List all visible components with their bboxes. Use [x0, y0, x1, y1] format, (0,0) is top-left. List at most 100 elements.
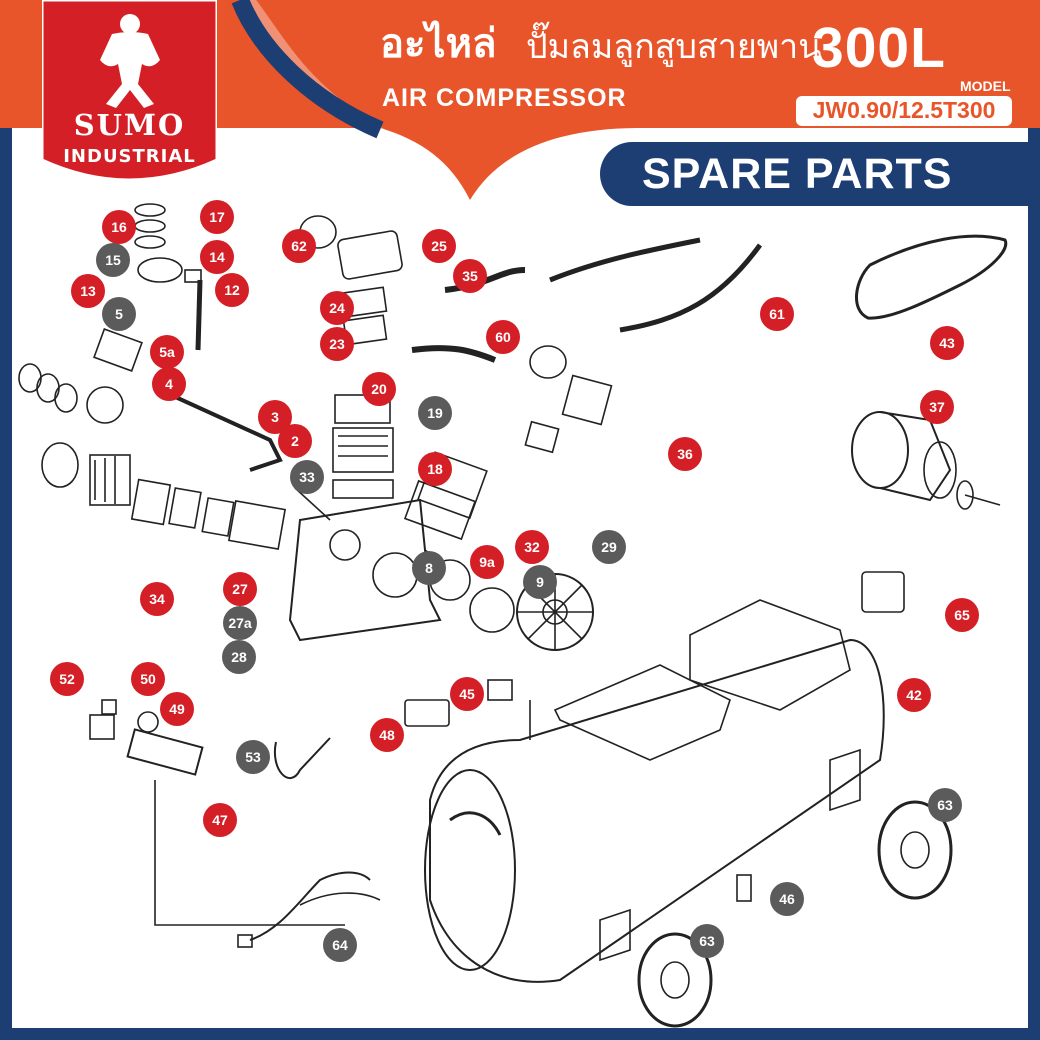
- foot-part: [829, 748, 861, 812]
- part-number-badge: 42: [897, 678, 931, 712]
- valve-part: [561, 374, 613, 426]
- gasket-part: [168, 487, 202, 529]
- bearing-part: [469, 587, 515, 633]
- fitting-part: [487, 679, 513, 701]
- piston-ring-part: [134, 203, 166, 217]
- part-number-badge: 4: [152, 367, 186, 401]
- piston-part: [86, 386, 124, 424]
- valve-plate-part: [93, 328, 143, 372]
- model-box: [796, 96, 1012, 126]
- part-number-badge: 45: [450, 677, 484, 711]
- part-number-badge: 27: [223, 572, 257, 606]
- part-number-badge: 24: [320, 291, 354, 325]
- gasket-part: [201, 497, 235, 537]
- bracket-part: [689, 599, 851, 711]
- gasket-part: [332, 479, 394, 499]
- model-label: MODEL: [960, 78, 1011, 94]
- crankshaft-part: [159, 388, 283, 472]
- part-number-badge: 2: [278, 424, 312, 458]
- part-number-badge: 48: [370, 718, 404, 752]
- part-number-badge: 23: [320, 327, 354, 361]
- part-number-badge: 61: [760, 297, 794, 331]
- part-number-badge: 60: [486, 320, 520, 354]
- sumo-logo: [42, 0, 217, 182]
- spare-parts-title: SPARE PARTS: [642, 150, 953, 198]
- title-thai-sub: ปั๊มลมลูกสูบสายพาน: [526, 28, 822, 66]
- part-number-badge: 27a: [223, 606, 257, 640]
- part-number-badge: 46: [770, 882, 804, 916]
- part-number-badge: 17: [200, 200, 234, 234]
- wheel-part: [877, 800, 953, 900]
- part-number-badge: 29: [592, 530, 626, 564]
- part-number-badge: 20: [362, 372, 396, 406]
- part-number-badge: 9a: [470, 545, 504, 579]
- capacity-label: 300L: [812, 16, 946, 80]
- cylinder-head-part: [337, 230, 403, 280]
- power-cable-part: [249, 871, 371, 941]
- piston-ring-part: [134, 235, 166, 249]
- safety-valve-part: [736, 874, 752, 902]
- brand-division: INDUSTRIAL: [63, 146, 196, 167]
- wheel-part: [637, 932, 713, 1028]
- part-number-badge: 13: [71, 274, 105, 308]
- gasket-part: [130, 478, 172, 526]
- motor-part: [851, 411, 909, 489]
- motor-pulley-part: [956, 480, 974, 510]
- part-number-badge: 63: [690, 924, 724, 958]
- part-number-badge: 36: [668, 437, 702, 471]
- cylinder-part: [403, 479, 477, 541]
- bracket-part: [553, 664, 731, 761]
- regulator-part: [89, 714, 115, 740]
- spare-parts-banner: [600, 142, 1040, 206]
- hose-part: [619, 243, 763, 333]
- part-number-badge: 16: [102, 210, 136, 244]
- cylinder-part: [332, 427, 394, 473]
- part-number-badge: 53: [236, 740, 270, 774]
- part-number-badge: 52: [50, 662, 84, 696]
- part-number-badge: 64: [323, 928, 357, 962]
- brand-name: SUMO: [73, 108, 186, 142]
- tube-part: [273, 737, 331, 779]
- part-number-badge: 5a: [150, 335, 184, 369]
- ring-part: [54, 383, 78, 413]
- belt-part: [854, 234, 1008, 320]
- cylinder-fins-part: [89, 454, 131, 506]
- manifold-part: [126, 728, 204, 776]
- part-number-badge: 15: [96, 243, 130, 277]
- switch-part: [404, 699, 450, 727]
- part-number-badge: 49: [160, 692, 194, 726]
- part-number-badge: 34: [140, 582, 174, 616]
- cylinder-part: [227, 500, 287, 550]
- part-number-badge: 5: [102, 297, 136, 331]
- gauge-part: [137, 711, 159, 733]
- air-filter-part: [41, 442, 79, 488]
- model-value: JW0.90/12.5T300: [812, 97, 996, 123]
- hose-part: [411, 345, 497, 363]
- part-number-badge: 35: [453, 259, 487, 293]
- connecting-rod-part: [195, 279, 203, 351]
- subtitle: AIR COMPRESSOR: [382, 84, 627, 112]
- part-number-badge: 37: [920, 390, 954, 424]
- piston-part: [137, 257, 183, 283]
- part-number-badge: 63: [928, 788, 962, 822]
- title-thai-main: อะไหล่: [380, 22, 497, 66]
- part-number-badge: 47: [203, 803, 237, 837]
- filter-part: [529, 345, 567, 379]
- gasket-part: [524, 420, 560, 454]
- part-number-badge: 9: [523, 565, 557, 599]
- part-number-badge: 62: [282, 229, 316, 263]
- part-number-badge: 65: [945, 598, 979, 632]
- piston-pin-part: [184, 269, 202, 283]
- part-number-badge: 33: [290, 460, 324, 494]
- part-number-badge: 32: [515, 530, 549, 564]
- part-number-badge: 12: [215, 273, 249, 307]
- part-number-badge: 18: [418, 452, 452, 486]
- part-number-badge: 19: [418, 396, 452, 430]
- pressure-switch-part: [861, 571, 905, 613]
- part-number-badge: 28: [222, 640, 256, 674]
- hose-part: [549, 237, 701, 283]
- part-number-badge: 43: [930, 326, 964, 360]
- header-wave-decoration: [0, 0, 1040, 200]
- part-number-badge: 8: [412, 551, 446, 585]
